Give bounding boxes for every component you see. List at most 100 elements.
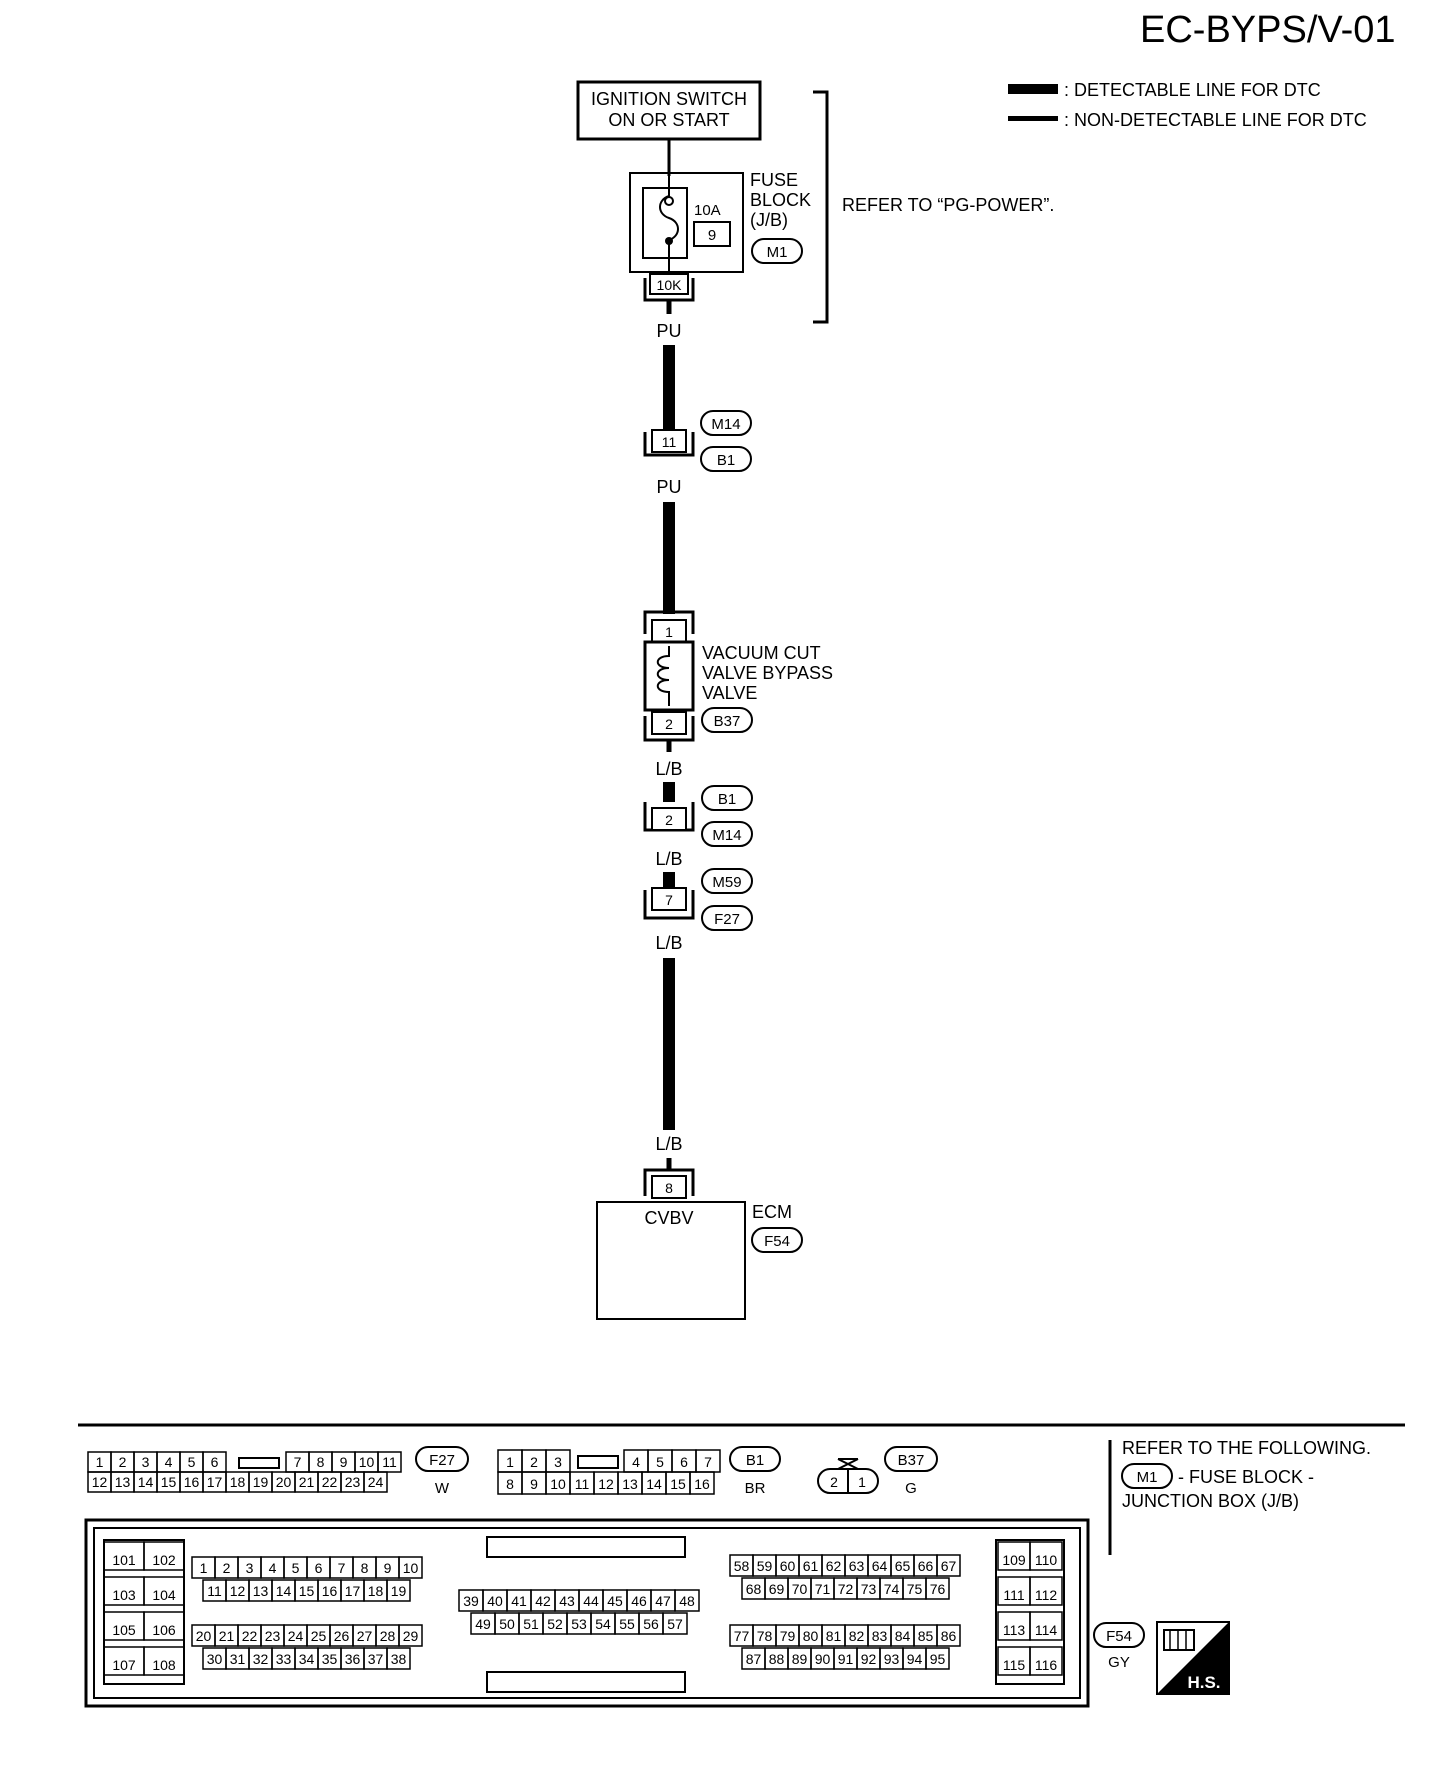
f27-pin-15: 15 <box>161 1474 177 1490</box>
fuse-block: 10A 9 FUSE BLOCK (J/B) M1 10K <box>629 139 811 302</box>
b1-pin-8: 8 <box>506 1476 514 1492</box>
b1-id-label: B1 <box>746 1452 764 1469</box>
valve-label-2: VALVE BYPASS <box>702 663 833 683</box>
f54-pin-16: 16 <box>322 1583 338 1599</box>
f54-pin-81: 81 <box>826 1628 842 1644</box>
f54-pin-114: 114 <box>1035 1622 1058 1638</box>
f27-pin-13: 13 <box>115 1474 131 1490</box>
connector-tag-f27: F27 <box>714 911 740 928</box>
f54-pin-27: 27 <box>357 1628 373 1644</box>
valve-pin-2: 2 <box>665 716 673 732</box>
f27-pin-12: 12 <box>92 1474 108 1490</box>
f54-pin-86: 86 <box>941 1628 957 1644</box>
f54-pin-23: 23 <box>265 1628 281 1644</box>
f54-pin-30: 30 <box>207 1651 223 1667</box>
f54-pin-72: 72 <box>838 1581 854 1597</box>
f54-pin-32: 32 <box>253 1651 269 1667</box>
b1-pin-9: 9 <box>530 1476 538 1492</box>
f54-pin-12: 12 <box>230 1583 246 1599</box>
f54-pin-74: 74 <box>884 1581 900 1597</box>
fuse-block-label-1: FUSE <box>750 170 798 190</box>
harness-side-badge: H.S. <box>1156 1621 1230 1695</box>
f54-pin-38: 38 <box>391 1651 407 1667</box>
refer-bracket <box>813 90 829 324</box>
wire-color-lb-1: L/B <box>655 759 682 779</box>
f54-pin-10: 10 <box>403 1560 419 1576</box>
f54-pin-31: 31 <box>230 1651 246 1667</box>
connector-m14-b1-pin-11: 11 M14 B1 <box>643 410 752 472</box>
f27-pin-9: 9 <box>340 1454 348 1470</box>
b1-pin-4: 4 <box>632 1454 640 1470</box>
f27-pin-1: 1 <box>96 1454 104 1470</box>
f54-pin-113: 113 <box>1003 1622 1026 1638</box>
f54-pin-75: 75 <box>907 1581 923 1597</box>
f27-pin-24: 24 <box>368 1474 384 1490</box>
f54-pin-65: 65 <box>895 1558 911 1574</box>
f54-pin-49: 49 <box>475 1616 491 1632</box>
f54-pin-14: 14 <box>276 1583 292 1599</box>
f54-pin-22: 22 <box>242 1628 258 1644</box>
f54-pin-13: 13 <box>253 1583 269 1599</box>
wire-color-pu-1: PU <box>656 321 681 341</box>
legend: : DETECTABLE LINE FOR DTC : NON-DETECTAB… <box>1008 80 1367 130</box>
b37-latch-icon <box>837 1458 859 1470</box>
f54-id-label: F54 <box>1106 1628 1132 1645</box>
connector-tag-m14-label: M14 <box>711 416 740 433</box>
vacuum-cut-valve-bypass-valve: 1 2 VACUUM CUT VALVE BYPASS VALVE B37 <box>643 610 833 742</box>
fuse-icon <box>659 176 679 278</box>
connector-tag-m14 <box>700 410 752 436</box>
fuse-amperage: 10A <box>694 202 721 219</box>
f54-pin-95: 95 <box>930 1651 946 1667</box>
b37-pin-2: 2 <box>830 1474 838 1490</box>
f54-pin-105: 105 <box>112 1622 136 1638</box>
pin-7: 7 <box>665 892 673 908</box>
valve-label-3: VALVE <box>702 683 757 703</box>
b1-pin-6: 6 <box>680 1454 688 1470</box>
f54-pin-79: 79 <box>780 1628 796 1644</box>
ecm-box <box>596 1201 746 1320</box>
f54-pin-87: 87 <box>746 1651 762 1667</box>
f54-pin-63: 63 <box>849 1558 865 1574</box>
f54-pin-19: 19 <box>391 1583 407 1599</box>
connector-b1-id: B1 BR <box>729 1446 781 1497</box>
f54-pin-3: 3 <box>246 1560 254 1576</box>
b1-pin-16: 16 <box>694 1476 710 1492</box>
f54-pin-115: 115 <box>1003 1657 1026 1673</box>
f54-pin-94: 94 <box>907 1651 923 1667</box>
f54-pin-52: 52 <box>547 1616 563 1632</box>
f54-pin-80: 80 <box>803 1628 819 1644</box>
connector-tag-f54: F54 <box>764 1233 790 1250</box>
b1-pin-2: 2 <box>530 1454 538 1470</box>
solenoid-coil-icon <box>656 646 670 706</box>
f54-pin-109: 109 <box>1002 1552 1026 1568</box>
f54-pin-5: 5 <box>292 1560 300 1576</box>
connector-tag-m14-2: M14 <box>712 827 741 844</box>
f27-pin-20: 20 <box>276 1474 292 1490</box>
f54-pin-104: 104 <box>152 1587 176 1603</box>
f54-pin-2: 2 <box>223 1560 231 1576</box>
f54-pin-57: 57 <box>667 1616 683 1632</box>
f54-pin-101: 101 <box>112 1552 136 1568</box>
f54-pin-46: 46 <box>631 1593 647 1609</box>
f54-pin-25: 25 <box>311 1628 327 1644</box>
f54-pin-53: 53 <box>571 1616 587 1632</box>
connector-b1-m14-pin-2: 2 B1 M14 <box>643 785 753 847</box>
diagram-title: EC-BYPS/V-01 <box>1140 9 1396 51</box>
connector-f27-id: F27 W <box>415 1446 469 1497</box>
f54-pin-85: 85 <box>918 1628 934 1644</box>
wire-color-pu-2: PU <box>656 477 681 497</box>
f27-pin-23: 23 <box>345 1474 361 1490</box>
f54-pin-1: 1 <box>200 1560 208 1576</box>
fuse-terminal: 10K <box>657 277 683 293</box>
connector-tag-m59: M59 <box>712 874 741 891</box>
b1-pin-5: 5 <box>656 1454 664 1470</box>
fuse-block-label-3: (J/B) <box>750 210 788 230</box>
f54-pin-6: 6 <box>315 1560 323 1576</box>
f54-pin-29: 29 <box>403 1628 419 1644</box>
f54-pin-9: 9 <box>384 1560 392 1576</box>
f54-pin-112: 112 <box>1035 1587 1058 1603</box>
valve-pin-1: 1 <box>665 624 673 640</box>
b1-pin-12: 12 <box>598 1476 614 1492</box>
ecm-terminal-label: CVBV <box>644 1208 693 1228</box>
